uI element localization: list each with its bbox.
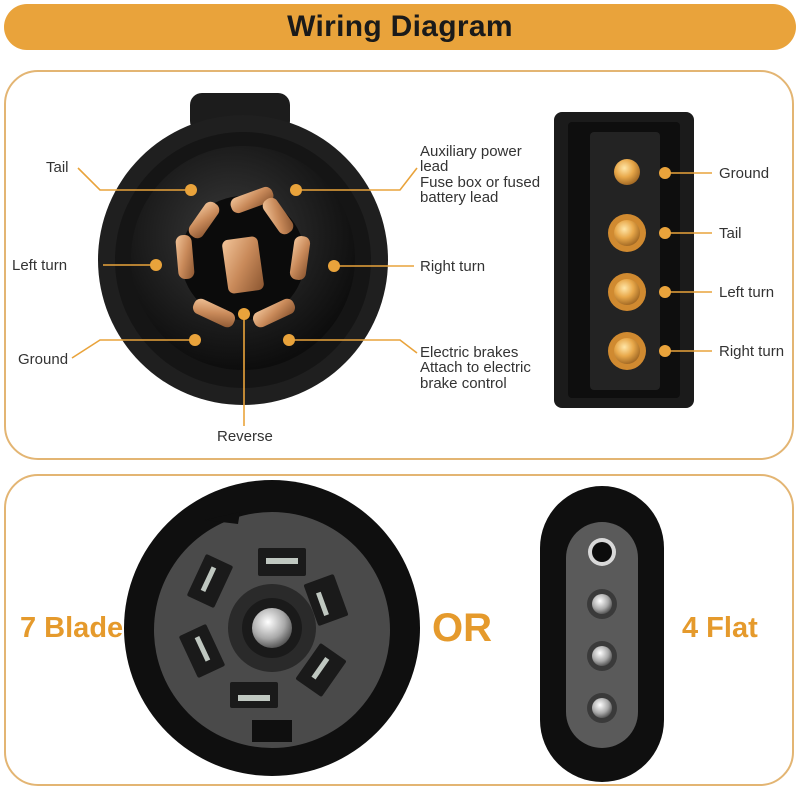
- label-4pin-tail: Tail: [719, 225, 742, 242]
- label-reverse: Reverse: [217, 428, 273, 445]
- seven-pin-leader-lines: [71, 167, 418, 426]
- label-seven-blade: 7 Blade: [20, 612, 124, 644]
- label-aux-line4: battery lead: [420, 189, 499, 206]
- label-right-turn: Right turn: [420, 258, 486, 275]
- label-4pin-ground: Ground: [719, 165, 770, 182]
- label-left-turn: Left turn: [12, 257, 68, 274]
- title-banner: Wiring Diagram: [4, 4, 796, 50]
- label-four-flat: 4 Flat: [682, 612, 758, 644]
- four-pin-plug-photo: [554, 112, 694, 408]
- label-brake-line3: brake control: [420, 375, 507, 392]
- label-aux-line2: lead: [420, 158, 449, 175]
- label-tail: Tail: [46, 159, 69, 176]
- four-flat-face: [540, 486, 664, 782]
- label-aux-line3: Fuse box or fused: [420, 174, 541, 191]
- label-ground: Ground: [18, 351, 69, 368]
- label-4pin-left-turn: Left turn: [719, 284, 775, 301]
- label-or: OR: [432, 606, 492, 650]
- label-brake-line1: Electric brakes: [420, 344, 519, 361]
- seven-pin-socket-photo: [98, 93, 388, 405]
- page-title: Wiring Diagram: [287, 10, 513, 43]
- seven-pin-blades: [175, 186, 311, 328]
- label-brake-line2: Attach to electric: [420, 359, 531, 376]
- seven-pin-dots: [150, 184, 340, 346]
- seven-blade-face: [124, 480, 420, 776]
- four-pin-dots: [659, 167, 671, 357]
- label-4pin-right-turn: Right turn: [719, 343, 785, 360]
- label-aux-line1: Auxiliary power: [420, 143, 522, 160]
